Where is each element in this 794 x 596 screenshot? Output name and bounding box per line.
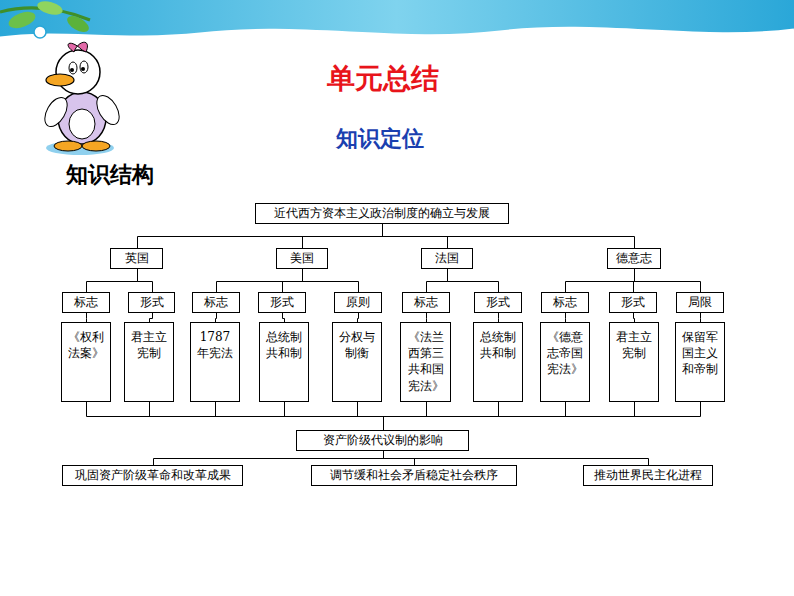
result-box: 调节缓和社会矛盾稳定社会秩序 [311, 465, 517, 486]
result-box: 推动世界民主化进程 [583, 465, 713, 486]
tree-connector [566, 269, 635, 292]
category-box: 标志 [541, 292, 589, 313]
node-text: 英国 [125, 250, 149, 266]
content-box: 保留军国主义和帝制 [675, 322, 725, 402]
node-text: 推动世界民主化进程 [594, 467, 702, 483]
tree-connector [154, 451, 384, 465]
tree-connector [285, 402, 384, 430]
result-box: 巩固资产阶级革命和改革成果 [62, 465, 243, 486]
node-text: 《权利法案》 [65, 329, 107, 361]
content-box: 《德意志帝国宪法》 [540, 322, 590, 402]
node-text: 保留军国主义和帝制 [679, 329, 721, 378]
tree-connector [150, 402, 384, 430]
category-box: 形式 [609, 292, 657, 313]
top-band [0, 0, 794, 38]
tree-connector [138, 269, 153, 292]
content-box: 分权与制衡 [332, 322, 382, 402]
tree-connector [138, 224, 383, 248]
tree-connector [150, 313, 153, 322]
country-box: 法国 [421, 248, 473, 269]
root-box: 近代西方资本主义政治制度的确立与发展 [255, 203, 509, 224]
node-text: 君主立宪制 [128, 329, 170, 361]
node-text: 形式 [621, 294, 645, 310]
tree-connector [358, 402, 384, 430]
tree-connector [498, 313, 499, 322]
tree-connector [448, 269, 499, 292]
node-text: 形式 [140, 294, 164, 310]
tree-connector [700, 313, 701, 322]
node-text: 局限 [688, 294, 712, 310]
node-text: 形式 [270, 294, 294, 310]
tree-connector [86, 313, 87, 322]
node-text: 标志 [553, 294, 577, 310]
tree-connector [87, 402, 384, 430]
node-text: 标志 [204, 294, 228, 310]
tree-connector [426, 313, 427, 322]
country-box: 德意志 [607, 248, 661, 269]
tree-connector [635, 269, 701, 292]
content-box: 《法兰西第三共和国宪法》 [400, 322, 451, 402]
category-box: 形式 [474, 292, 522, 313]
tree-connector [303, 224, 383, 248]
tree-connector [384, 451, 649, 465]
node-text: 标志 [414, 294, 438, 310]
category-box: 原则 [334, 292, 382, 313]
node-text: 标志 [74, 294, 98, 310]
tree-connector [384, 402, 701, 430]
node-text: 美国 [290, 250, 314, 266]
tree-connector [87, 269, 138, 292]
country-box: 美国 [276, 248, 328, 269]
node-text: 《德意志帝国宪法》 [544, 329, 586, 378]
category-box: 形式 [258, 292, 306, 313]
country-box: 英国 [110, 248, 163, 269]
node-text: 资产阶级代议制的影响 [323, 432, 443, 448]
node-text: 《法兰西第三共和国宪法》 [404, 329, 447, 394]
band-wave [0, 28, 794, 38]
node-text: 1787年宪法 [194, 329, 236, 361]
tree-connector [303, 269, 359, 292]
tree-connector [427, 269, 448, 292]
category-box: 局限 [676, 292, 724, 313]
section-heading: 知识定位 [336, 124, 424, 154]
node-text: 分权与制衡 [336, 329, 378, 361]
node-text: 法国 [435, 250, 459, 266]
slide-title: 单元总结 [327, 60, 439, 98]
tree-connector [216, 402, 384, 430]
influence-box: 资产阶级代议制的影响 [296, 430, 469, 451]
tree-connector [216, 313, 217, 322]
node-text: 调节缓和社会矛盾稳定社会秩序 [330, 467, 498, 483]
category-box: 标志 [402, 292, 450, 313]
tree-connector [283, 269, 303, 292]
node-text: 巩固资产阶级革命和改革成果 [75, 467, 231, 483]
node-text: 近代西方资本主义政治制度的确立与发展 [274, 205, 490, 221]
tree-connector [217, 269, 303, 292]
tree-connector [565, 313, 566, 322]
structure-heading: 知识结构 [66, 160, 154, 190]
content-box: 总统制共和制 [259, 322, 309, 402]
duck-cartoon [40, 42, 124, 155]
content-box: 君主立宪制 [609, 322, 659, 402]
node-text: 德意志 [616, 250, 652, 266]
node-text: 总统制共和制 [477, 329, 519, 361]
tree-connector [634, 313, 635, 322]
node-text: 君主立宪制 [613, 329, 655, 361]
leaf-ornament [0, 0, 91, 38]
node-text: 原则 [346, 294, 370, 310]
content-box: 《权利法案》 [61, 322, 111, 402]
node-text: 总统制共和制 [263, 329, 305, 361]
content-box: 君主立宪制 [124, 322, 174, 402]
tree-connector [383, 224, 635, 248]
content-box: 总统制共和制 [473, 322, 523, 402]
content-box: 1787年宪法 [190, 322, 240, 402]
category-box: 标志 [192, 292, 240, 313]
tree-connector [283, 313, 285, 322]
node-text: 形式 [486, 294, 510, 310]
category-box: 标志 [62, 292, 110, 313]
category-box: 形式 [128, 292, 175, 313]
tree-connector [358, 313, 359, 322]
